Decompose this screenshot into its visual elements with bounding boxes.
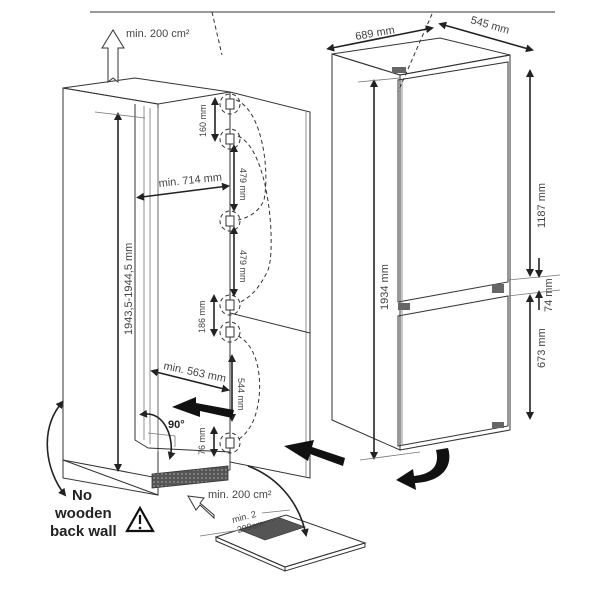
axis-dashed-line [211, 11, 223, 56]
door-swing-curve [237, 135, 272, 304]
cabinet [62, 77, 311, 496]
hinge [219, 432, 241, 454]
door-angle-arc [139, 409, 176, 460]
appliance-hinge [492, 422, 504, 428]
door-swing-curve [235, 99, 267, 221]
warning-line: wooden [54, 505, 112, 522]
upper-width-dimension [136, 182, 230, 201]
hinge-spacing-label: 544 mm [236, 378, 246, 411]
warning-triangle-icon [125, 505, 155, 533]
insert-arrow-icon [172, 397, 234, 418]
lower-door-label: 673 mm [536, 328, 548, 368]
gap-label: 74 mm [543, 278, 555, 312]
warning-line: No [72, 487, 92, 504]
hinge-spacing-label: 479 mm [238, 168, 248, 201]
lower-door [397, 295, 509, 447]
axis-dashed-line-right [397, 13, 433, 93]
insert-arrow-icon [284, 440, 345, 466]
appliance-depth-dimension [438, 21, 534, 53]
hinge-spacing-label: 160 mm [198, 104, 208, 137]
bottom-vent-arrow-icon [187, 495, 215, 520]
door-angle-label: 90° [168, 419, 185, 431]
appliance-hinge [392, 67, 406, 73]
hinge-spacing-label: 76 mm [197, 427, 207, 455]
cabinet-height-label: 1943,5-1944,5 mm [123, 243, 135, 335]
warning-line: back wall [50, 523, 117, 540]
bottom-vent-grill [151, 465, 229, 489]
floor-plate [199, 509, 367, 572]
appliance [331, 37, 511, 451]
hinge-spacing-label: 479 mm [238, 250, 248, 283]
top-vent-arrow-icon [101, 29, 125, 84]
hinge-spacing-label: 186 mm [197, 300, 207, 333]
rotate-arrow-icon [396, 448, 450, 490]
hinge [219, 294, 241, 316]
door-swing-curve [237, 335, 261, 441]
floor-airflow-arc [247, 465, 309, 537]
upper-door-label: 1187 mm [536, 183, 548, 228]
top-vent-label: min. 200 cm² [126, 28, 190, 40]
appliance-hinge [398, 303, 410, 310]
hinge [219, 93, 241, 115]
cabinet-door [229, 91, 311, 479]
back-wall-arrow [46, 400, 67, 497]
lower-width-dimension [150, 368, 230, 393]
appliance-hinge [492, 284, 504, 293]
hinge [219, 321, 241, 343]
appliance-width-dimension [326, 25, 434, 52]
bottom-vent-label: min. 200 cm² [208, 489, 272, 501]
appliance-height-label: 1934 mm [379, 264, 391, 310]
upper-door [397, 61, 509, 303]
floor-vent-grill [239, 517, 306, 541]
